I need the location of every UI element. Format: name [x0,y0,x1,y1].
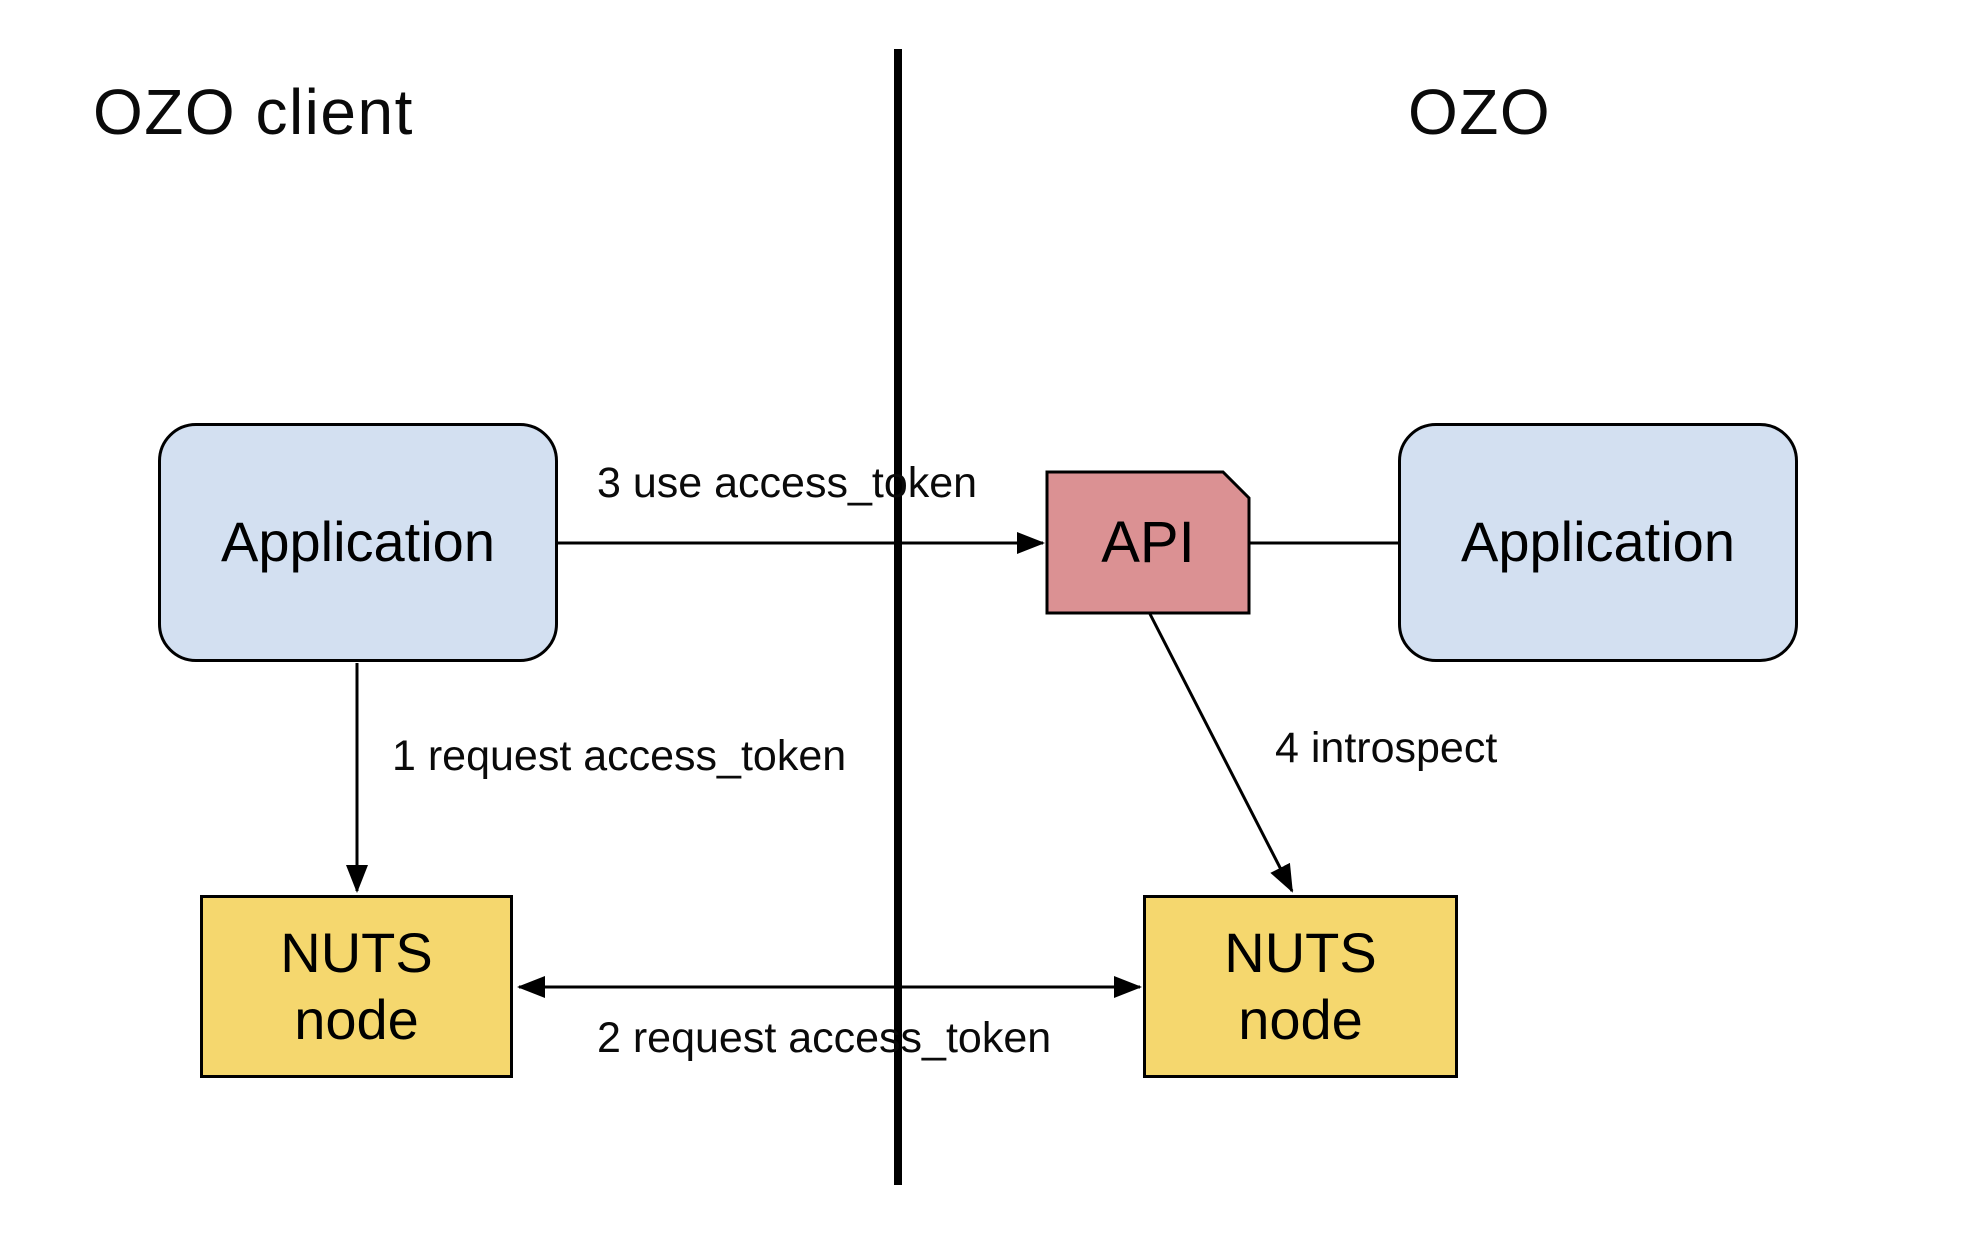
edge-introspect [1148,613,1294,893]
edge-label-request-access-token-left: 1 request access_token [392,732,847,780]
api-node-label: API [1101,510,1195,575]
edge-label-request-access-token-between-nodes: 2 request access_token [597,1014,1052,1062]
nuts-node-right: NUTS node [1143,895,1458,1078]
edge-label-introspect: 4 introspect [1275,724,1498,772]
nuts-node-left: NUTS node [200,895,513,1078]
api-node-shape [1045,470,1251,615]
zone-title-ozo: OZO [1408,76,1552,148]
zone-title-ozo-client: OZO client [93,76,414,148]
application-node-right: Application [1398,423,1798,662]
application-node-left: Application [158,423,558,662]
zone-divider-line [894,49,902,1185]
edge-label-use-access-token: 3 use access_token [597,459,978,507]
